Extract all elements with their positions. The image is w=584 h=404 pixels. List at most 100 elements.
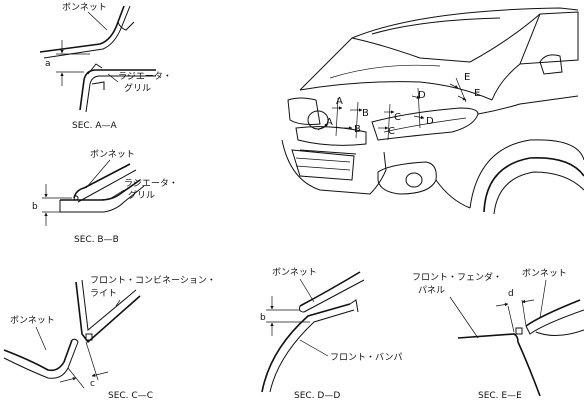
bonnet-label-e: ボンネット <box>522 268 567 279</box>
grille-leader-b <box>107 189 125 201</box>
lamp-leader-c <box>115 299 121 307</box>
bonnet-leader-b <box>85 159 111 189</box>
dim-label-a: a <box>45 59 51 69</box>
wheel-arch <box>469 139 584 209</box>
section-a-a: ボンネット a ラジエータ・ グリル SEC. A—A <box>39 2 172 131</box>
lamp-inner-c <box>81 279 137 331</box>
vehicle-front-view: A A B B C C D D E E <box>281 7 584 215</box>
bonnet-inner-e <box>525 309 584 335</box>
fender-seal-e <box>515 327 523 335</box>
front-bumper <box>281 139 387 195</box>
a-pillar <box>469 13 541 63</box>
bonnet-hem-d <box>299 305 305 313</box>
fender-label-e-1: フロント・フェンダ・ <box>412 271 502 283</box>
bonnet-label-d: ボンネット <box>272 267 317 278</box>
bonnet-label-c: ボンネット <box>10 315 55 326</box>
bumper-inner-d <box>269 309 355 393</box>
dim-arrow-right-e <box>521 299 535 304</box>
section-d-d: ボンネット b フロント・バンパ SEC. D—D <box>260 267 402 401</box>
section-title-b-b: SEC. B—B <box>74 235 119 245</box>
callout-arrow-a2 <box>317 123 329 131</box>
dim-ext-right-e <box>521 299 527 327</box>
bumper-label-d: フロント・バンパ <box>330 352 402 363</box>
cut-line-e <box>455 77 467 103</box>
bonnet-outline-d <box>299 271 361 307</box>
callout-arrow-d2 <box>413 115 425 120</box>
dim-ext-right-c <box>85 341 99 381</box>
bonnet-label-b: ボンネット <box>90 149 135 160</box>
upper-grille <box>295 126 367 146</box>
lamp-label-c-2: ライト <box>90 288 117 299</box>
bonnet-frame-e <box>535 329 584 336</box>
bonnet-inner-b <box>77 169 137 203</box>
fender-leader-e <box>449 296 479 339</box>
grille-label-b-2: グリル <box>128 189 155 201</box>
bonnet-hem-a <box>117 21 135 31</box>
bonnet-label-a: ボンネット <box>62 2 107 13</box>
grille-label-a-2: グリル <box>124 82 151 94</box>
cut-line-a <box>335 97 339 137</box>
grille-clip-a <box>87 63 103 75</box>
dim-label-c: c <box>90 379 95 389</box>
tire-outline <box>483 157 584 213</box>
grille-label-b-1: ラジエータ・ <box>124 178 178 189</box>
side-mirror <box>539 54 563 75</box>
callout-arrow-e1 <box>449 83 459 89</box>
callout-a1: A <box>336 96 343 107</box>
callout-c2: C <box>388 126 395 137</box>
grille-leader-a <box>107 73 119 83</box>
section-b-b: ボンネット b ラジエータ・ グリル SEC. B—B <box>32 149 178 245</box>
hood-front-edge <box>299 81 493 101</box>
bumper-line <box>299 149 357 155</box>
section-title-d-d: SEC. D—D <box>294 391 340 401</box>
hood-crease <box>329 64 441 79</box>
hood-left-edge <box>299 37 353 91</box>
callout-b2: B <box>354 124 361 135</box>
section-e-e: フロント・フェンダ・ パネル ボンネット d SEC. E—E <box>412 268 584 401</box>
roof-line <box>351 7 579 39</box>
bumper-side <box>435 179 471 209</box>
section-title-e-e: SEC. E—E <box>478 391 522 401</box>
dim-label-e: d <box>508 289 514 299</box>
callout-c1: C <box>394 112 401 123</box>
callout-d1: D <box>418 90 426 101</box>
bonnet-inner-a <box>43 5 131 59</box>
fog-lamp <box>405 172 423 188</box>
lower-grille <box>291 149 355 181</box>
tire-inner <box>493 171 584 215</box>
dim-ext-left-e <box>507 305 515 333</box>
callout-a2: A <box>326 117 333 128</box>
side-window <box>519 11 579 65</box>
grille-tab-a <box>91 81 105 90</box>
fog-lamp-housing <box>377 161 437 195</box>
lower-grille-slats <box>295 157 351 171</box>
callout-b1: B <box>362 108 369 119</box>
emblem <box>307 110 329 130</box>
headlight-left <box>287 97 321 125</box>
fender-outline-e <box>457 333 541 397</box>
lamp-seal-c <box>85 333 93 341</box>
fender-top <box>477 95 579 115</box>
lamp-label-c-1: フロント・コンビネーション・ <box>90 275 216 286</box>
grille-inner-b <box>60 185 145 213</box>
section-title-a-a: SEC. A—A <box>72 121 118 131</box>
callout-d2: D <box>426 116 434 127</box>
hood-right-edge <box>491 63 521 101</box>
dim-arrow-left-c <box>59 377 77 383</box>
section-title-c-c: SEC. C—C <box>108 391 153 401</box>
section-c-c: ボンネット c フロント・コンビネーション・ ライト SEC. C—C <box>3 275 216 401</box>
dim-label-d: b <box>260 313 266 323</box>
cut-line-c <box>387 103 391 141</box>
callout-e2: E <box>474 88 480 99</box>
lamp-outline-c <box>75 281 141 344</box>
dim-label-b: b <box>32 202 38 212</box>
grille-label-a-1: ラジエータ・ <box>118 71 172 82</box>
dim-arrow-right-c <box>91 371 109 377</box>
fender-label-e-2: パネル <box>418 285 445 296</box>
bonnet-leader-a <box>87 11 108 31</box>
grille-outline-a <box>79 69 156 111</box>
cut-line-d <box>417 87 421 129</box>
bonnet-leader-c <box>35 326 47 351</box>
